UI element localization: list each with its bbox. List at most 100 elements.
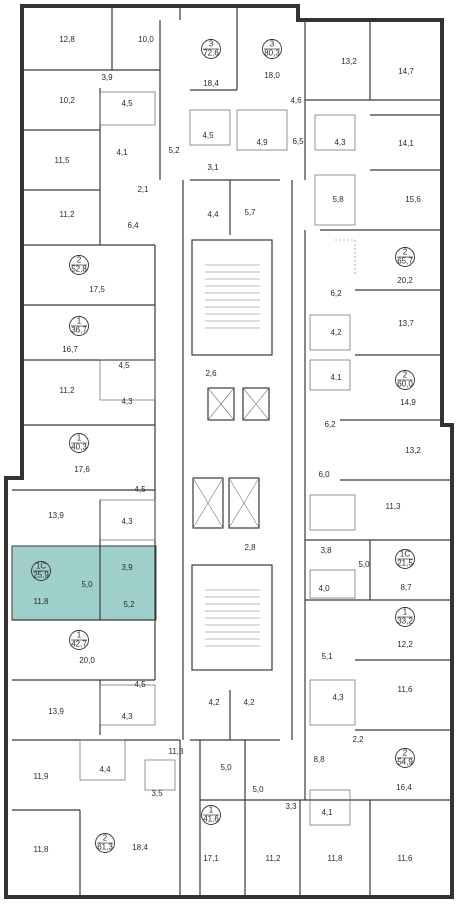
room-area-label: 2,8 [244, 543, 256, 552]
room-area-label: 11,9 [34, 772, 50, 781]
room-area-label: 5,0 [81, 580, 93, 589]
apartment-marker[interactable]: 140,3 [69, 433, 89, 453]
apartment-area: 65,7 [397, 257, 413, 266]
apartment-marker[interactable]: 372,6 [201, 39, 221, 59]
room-area-label: 6,5 [292, 137, 304, 146]
apartment-rooms: 1С [36, 562, 46, 571]
room-area-label: 14,9 [400, 398, 416, 407]
right-rooms [300, 20, 452, 826]
room-area-label: 2,2 [352, 735, 364, 744]
apartment-area: 25,9 [33, 571, 49, 580]
apartment-marker[interactable]: 142,7 [69, 630, 89, 650]
room-area-label: 11,3 [386, 502, 402, 511]
room-area-label: 13,2 [405, 446, 421, 455]
room-area-label: 11,8 [34, 597, 50, 606]
room-area-label: 10,0 [138, 35, 154, 44]
room-area-label: 4,0 [318, 584, 330, 593]
apartment-rooms: 2 [403, 248, 408, 257]
room-area-label: 4,2 [208, 698, 220, 707]
room-area-label: 4,6 [290, 96, 302, 105]
highlighted-apartment[interactable] [11, 545, 157, 621]
room-area-label: 8,7 [400, 583, 412, 592]
room-area-label: 4,3 [334, 138, 346, 147]
room-area-label: 11,8 [34, 845, 50, 854]
room-area-label: 3,1 [207, 163, 219, 172]
room-area-label: 20,0 [79, 656, 95, 665]
apartment-rooms: 2 [403, 371, 408, 380]
labels: 372,6380,3252,8265,7136,7260,0140,31С25,… [31, 35, 421, 863]
apartment-rooms: 2 [403, 749, 408, 758]
apartment-rooms: 2 [103, 834, 108, 843]
room-area-label: 4,5 [134, 680, 146, 689]
room-area-label: 18,0 [264, 71, 280, 80]
room-area-label: 4,5 [202, 131, 214, 140]
apartment-marker[interactable]: 265,7 [395, 247, 415, 267]
room-area-label: 17,5 [89, 285, 105, 294]
apartment-marker[interactable]: 133,2 [395, 607, 415, 627]
room-area-label: 4,1 [321, 808, 333, 817]
room-area-label: 11,5 [55, 156, 71, 165]
room-area-label: 3,3 [285, 802, 297, 811]
apartment-area: 42,7 [71, 640, 87, 649]
apartment-area: 52,8 [71, 265, 87, 274]
room-area-label: 4,1 [330, 373, 342, 382]
room-area-label: 11,8 [328, 854, 344, 863]
room-area-label: 13,7 [398, 319, 414, 328]
room-area-label: 3,8 [320, 546, 332, 555]
apartment-marker[interactable]: 136,7 [69, 316, 89, 336]
room-area-label: 5,8 [332, 195, 344, 204]
apartment-marker[interactable]: 260,0 [395, 370, 415, 390]
apartment-area: 21,5 [397, 559, 413, 568]
apartment-marker[interactable]: 252,8 [69, 255, 89, 275]
room-area-label: 5,2 [168, 146, 180, 155]
room-area-label: 13,9 [48, 511, 64, 520]
room-area-label: 11,6 [398, 685, 414, 694]
room-area-label: 6,0 [318, 470, 330, 479]
room-area-label: 6,2 [330, 289, 342, 298]
apartment-marker[interactable]: 380,3 [262, 39, 282, 59]
apartment-marker[interactable]: 141,6 [201, 805, 221, 825]
apartment-area: 61,3 [97, 843, 113, 852]
apartment-area: 80,3 [264, 49, 280, 58]
apartment-rooms: 1С [400, 550, 410, 559]
core [191, 239, 273, 671]
room-area-label: 4,5 [118, 361, 130, 370]
room-area-label: 5,2 [123, 600, 135, 609]
room-area-label: 8,8 [313, 755, 325, 764]
room-area-label: 5,0 [358, 560, 370, 569]
room-area-label: 4,2 [243, 698, 255, 707]
room-area-label: 4,3 [121, 517, 133, 526]
apartment-rooms: 3 [209, 40, 214, 49]
room-area-label: 6,2 [324, 420, 336, 429]
room-area-label: 5,1 [321, 652, 333, 661]
room-area-label: 16,4 [396, 783, 412, 792]
room-area-label: 16,7 [62, 345, 78, 354]
room-area-label: 5,0 [220, 763, 232, 772]
room-area-label: 4,5 [121, 99, 133, 108]
apartment-rooms: 1 [77, 631, 82, 640]
apartment-area: 54,9 [397, 758, 413, 767]
room-area-label: 4,3 [121, 712, 133, 721]
room-area-label: 4,3 [121, 397, 133, 406]
room-area-label: 13,9 [48, 707, 64, 716]
room-area-label: 3,9 [101, 73, 113, 82]
room-area-label: 13,2 [341, 57, 357, 66]
room-area-label: 4,5 [134, 485, 146, 494]
room-area-label: 6,4 [127, 221, 139, 230]
room-area-label: 4,2 [330, 328, 342, 337]
room-area-label: 17,6 [74, 465, 90, 474]
apartment-rooms: 2 [77, 256, 82, 265]
room-area-label: 2,1 [137, 185, 149, 194]
room-area-label: 14,7 [398, 67, 414, 76]
apartment-marker[interactable]: 261,3 [95, 833, 115, 853]
room-area-label: 12,2 [397, 640, 413, 649]
room-area-label: 4,1 [116, 148, 128, 157]
apartment-rooms: 1 [77, 317, 82, 326]
room-area-label: 11,2 [60, 210, 76, 219]
room-area-label: 11,3 [169, 747, 185, 756]
left-rooms [6, 6, 181, 897]
apartment-marker[interactable]: 254,9 [395, 748, 415, 768]
